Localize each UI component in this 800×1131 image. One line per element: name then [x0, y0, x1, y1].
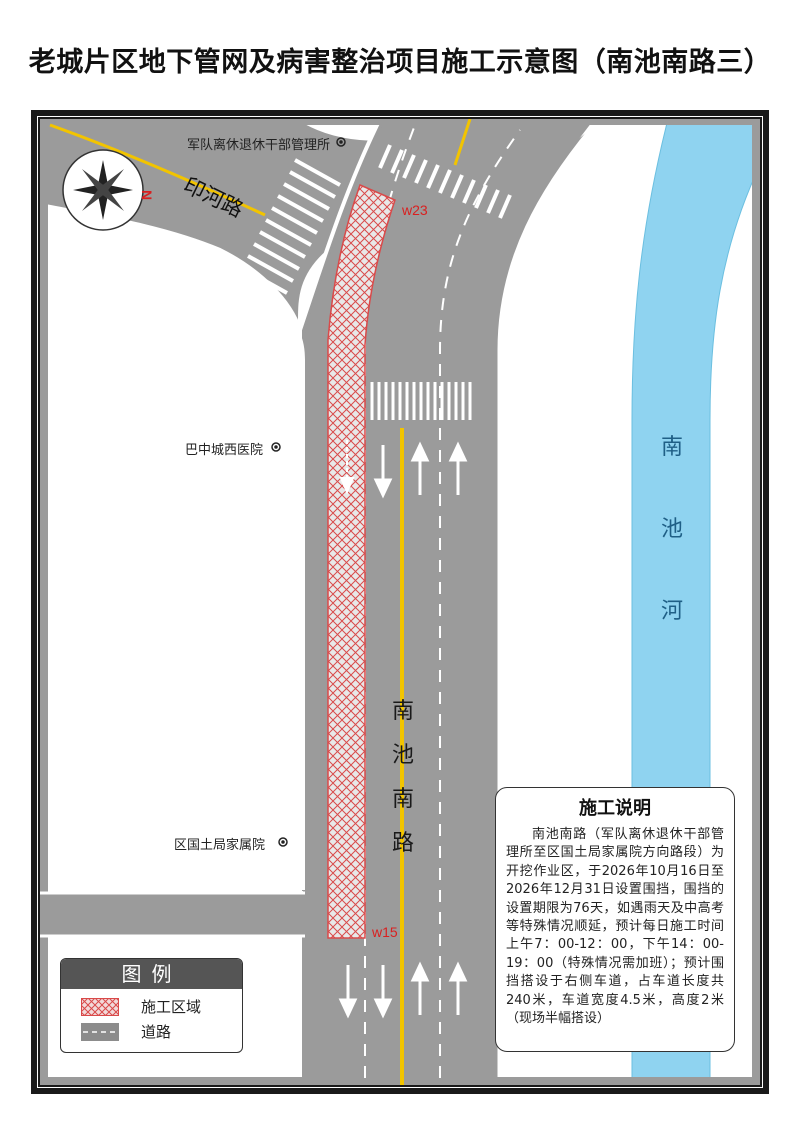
notes-title: 施工说明 — [579, 798, 651, 819]
zebra-crossing-top-right — [378, 144, 512, 219]
point-label-start: w23 — [401, 202, 428, 218]
zebra-crossing-left — [241, 158, 341, 295]
page-title: 老城片区地下管网及病害整治项目施工示意图（南池南路三） — [28, 47, 772, 78]
poi-label-hospital: 巴中城西医院 — [185, 443, 264, 458]
arrow-down-icon — [338, 445, 393, 1019]
legend-item-construction: 施工区域 — [81, 996, 241, 1018]
poi-label-land-bureau: 区国土局家属院 — [174, 838, 266, 853]
river-label: 南 池 河 — [660, 435, 683, 624]
map-frame-inner — [38, 117, 762, 1087]
compass-north-label: N — [139, 190, 155, 200]
land-block-left — [40, 235, 305, 890]
road-swatch-icon — [81, 1023, 119, 1041]
poi-label-military: 军队离休退休干部管理所 — [187, 138, 331, 153]
construction-notes-panel: 施工说明 南池南路（军队离休退休干部管理所至区国土局家属院方向路段）为开挖作业区… — [495, 787, 735, 1052]
legend: 图例 施工区域 道路 — [60, 958, 243, 1053]
legend-item-road: 道路 — [81, 1021, 241, 1043]
construction-zone — [327, 183, 396, 939]
compass-icon — [62, 149, 144, 231]
arrow-down-icon — [339, 440, 355, 495]
legend-title: 图例 — [61, 959, 242, 989]
point-label-end: w15 — [371, 924, 398, 940]
notes-body: 南池南路（军队离休退休干部管理所至区国土局家属院方向路段）为开挖作业区，于202… — [506, 827, 724, 1027]
arrow-up-icon — [410, 441, 468, 1015]
construction-swatch-icon — [81, 998, 119, 1016]
yinhe-centerline — [49, 123, 266, 217]
road-label-nanchi: 南 池 南 路 — [391, 699, 414, 856]
poi-marker-icon — [271, 137, 346, 847]
